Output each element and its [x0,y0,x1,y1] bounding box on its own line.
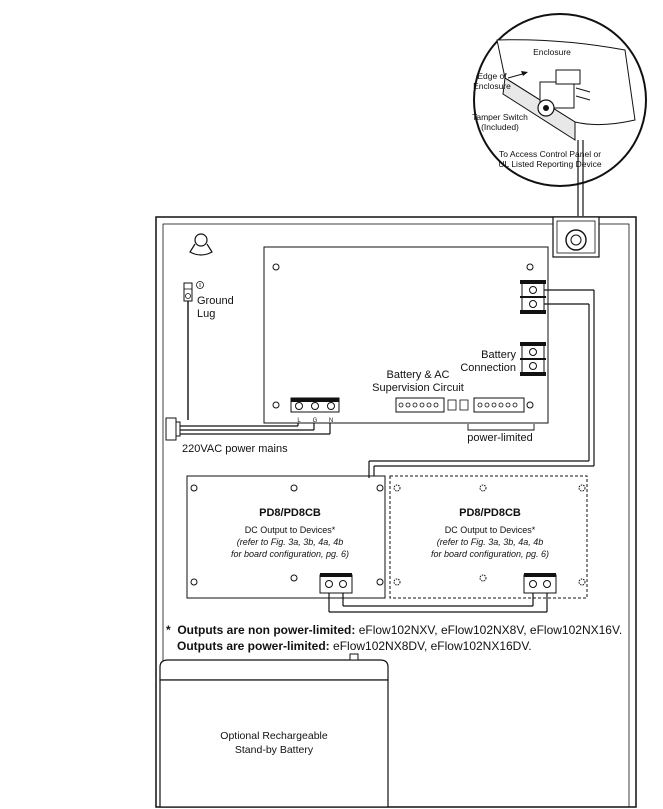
terminal-n-label: N [329,418,333,424]
battery-connection-label-1: Battery [481,349,516,361]
terminal-g-label: G [313,418,318,424]
ground-lug-label-2: Lug [197,308,215,320]
battery-label-2: Stand-by Battery [235,744,314,756]
battery-label-1: Optional Rechargeable [220,730,328,742]
ground-lug-label-1: Ground [197,295,234,307]
note-1-bold: Outputs are non power-limited: [177,623,356,637]
inset-edge-label-2: Enclosure [473,81,511,91]
tamper-inset [473,13,647,187]
supervision-label-1: Battery & AC [387,369,450,381]
ground-lug-icon [183,281,204,420]
board-interconnect-wires [328,476,548,613]
power-supply-board [263,246,549,424]
tamper-switch-icon [552,216,600,258]
pd8-board-2-line2: (refer to Fig. 3a, 3b, 4a, 4b [437,537,544,547]
note-line-1: * Outputs are non power-limited: eFlow10… [166,622,636,638]
keyhole-mount-icon [189,233,213,256]
standby-battery [159,653,389,808]
power-limited-label: power-limited [467,432,532,444]
terminal-l-label: L [297,418,301,424]
inset-tamper-label-2: (Included) [481,122,519,132]
ac-input-terminal-block [290,397,340,413]
mains-label: 220VAC power mains [182,443,288,455]
inset-edge-label-1: Edge of [477,71,507,81]
note-2-bold: Outputs are power-limited: [177,639,330,653]
inset-access-label-1: To Access Control Panel or [499,149,601,159]
note-line-2: Outputs are power-limited: eFlow102NX8DV… [166,638,636,654]
output-notes: * Outputs are non power-limited: eFlow10… [166,622,636,654]
inset-tamper-label-1: Tamper Switch [472,112,528,122]
enclosure-box [155,216,637,808]
pd8-board-2-title: PD8/PD8CB [459,507,521,519]
note-asterisk: * [166,623,171,637]
battery-connection-terminal [520,342,546,376]
pd8-board-1-line2: (refer to Fig. 3a, 3b, 4a, 4b [237,537,344,547]
inset-access-label-2: UL Listed Reporting Device [498,159,601,169]
pd8-board-1-title: PD8/PD8CB [259,507,321,519]
note-1-models: eFlow102NXV, eFlow102NX8V, eFlow102NX16V… [355,623,623,637]
dc-output-terminal [368,280,595,476]
supervision-terminal-strip [395,397,469,413]
inset-enclosure-label: Enclosure [533,47,571,57]
pd8-board-2 [389,475,588,599]
mains-bushing-icon [165,412,331,441]
battery-connection-label-2: Connection [460,362,516,374]
pd8-board-1 [186,475,386,599]
pd8-board-1-line1: DC Output to Devices* [245,525,336,535]
note-2-models: eFlow102NX8DV, eFlow102NX16DV. [329,639,532,653]
supervision-label-2: Supervision Circuit [372,382,464,394]
pd8-board-2-line1: DC Output to Devices* [445,525,536,535]
power-limited-terminal-strip [467,397,535,431]
pd8-board-1-line3: for board configuration, pg. 6) [231,549,349,559]
pd8-board-2-line3: for board configuration, pg. 6) [431,549,549,559]
